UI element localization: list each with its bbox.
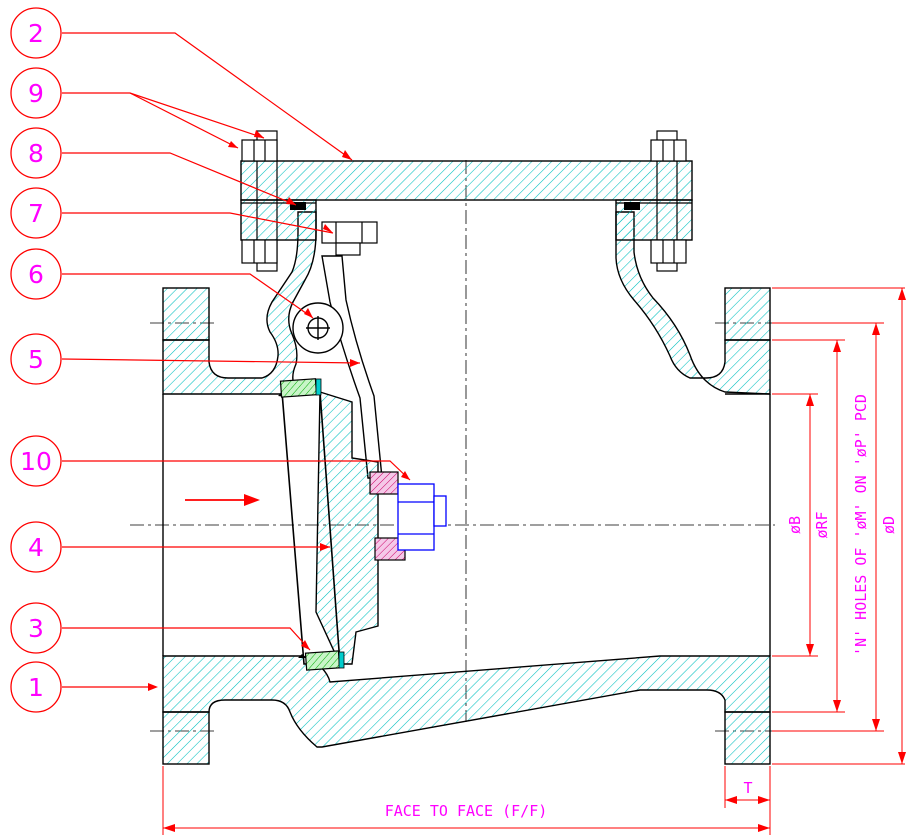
- callout-10-circle: [10, 435, 62, 487]
- arrow-d-top: [898, 288, 906, 300]
- arrowhead-4: [320, 543, 330, 551]
- body-upper-left: [162, 211, 317, 395]
- bonnet: [240, 160, 693, 201]
- callout-5-label: 5: [28, 345, 44, 374]
- callout-4-circle: [10, 521, 62, 573]
- nut-left-top: [241, 139, 278, 162]
- face-to-face-label: FACE TO FACE (F/F): [385, 802, 548, 820]
- callout-8-circle: [10, 127, 62, 179]
- leader-9a: [62, 92, 265, 139]
- arrow-ff-left: [163, 824, 175, 832]
- arrow-b-top: [806, 394, 814, 406]
- seat-face-bottom: [338, 651, 345, 669]
- callout-2-label: 2: [28, 19, 44, 48]
- callout-7-label: 7: [28, 199, 44, 228]
- disc-nut-body: [397, 483, 435, 551]
- arrowhead-9b: [228, 141, 238, 148]
- stud-bolts: [241, 130, 687, 272]
- gasket-right: [624, 202, 640, 210]
- arrow-t-right: [758, 796, 770, 804]
- callout-2-circle: [10, 7, 62, 59]
- flow-arrow: [185, 494, 260, 506]
- dia-b-label: øB: [786, 516, 804, 534]
- left-flange-bottom: [162, 711, 210, 765]
- arrowhead-2: [342, 150, 352, 160]
- arrowhead-3: [301, 640, 310, 650]
- arrow-t-left: [725, 796, 737, 804]
- arrow-pcd-top: [872, 323, 880, 335]
- hinge-pin-plug: [321, 221, 378, 256]
- body-lower: [162, 655, 771, 748]
- leader-6: [62, 273, 314, 319]
- callout-numbers: 2 9 8 7 6 5 10 4 3 1: [20, 19, 52, 702]
- callout-1-label: 1: [28, 673, 44, 702]
- leader-9b: [129, 92, 239, 149]
- arrow-b-bottom: [806, 644, 814, 656]
- arrow-rf-bottom: [833, 700, 841, 712]
- leader-arrowheads: [148, 130, 410, 691]
- nut-right-bottom: [650, 239, 687, 264]
- callout-3-circle: [10, 602, 62, 654]
- stud-left-shank: [256, 130, 278, 272]
- arrowhead-8: [286, 197, 296, 205]
- leader-8: [62, 152, 297, 206]
- nut-left-bottom: [241, 239, 278, 264]
- arrow-rf-top: [833, 340, 841, 352]
- flow-arrow-head: [244, 494, 260, 506]
- right-flange-top: [724, 287, 771, 341]
- stud-left: [241, 130, 278, 272]
- nut-right-top: [650, 139, 687, 162]
- washer-top: [369, 471, 399, 495]
- arrowhead-5: [350, 359, 360, 367]
- arrow-ff-right: [758, 824, 770, 832]
- arrowhead-7: [323, 224, 333, 233]
- arrowhead-1: [148, 683, 158, 691]
- gasket-left: [290, 202, 306, 210]
- arrowhead-6: [304, 308, 313, 318]
- callout-3-label: 3: [28, 614, 44, 643]
- body-upper-right: [615, 211, 771, 395]
- valve-body: [162, 211, 771, 765]
- seat-face-top: [315, 378, 322, 396]
- dimension-arrowheads: [163, 288, 906, 832]
- arrow-d-bottom: [898, 752, 906, 764]
- arrow-pcd-bottom: [872, 719, 880, 731]
- disc-nut: [397, 483, 447, 551]
- right-flange-bottom: [724, 711, 771, 765]
- callout-6-circle: [10, 248, 62, 300]
- leader-7: [62, 212, 334, 234]
- seat-ring-top: [279, 378, 318, 398]
- arrowhead-10: [401, 471, 410, 480]
- t-label: T: [743, 779, 752, 797]
- callout-4-label: 4: [28, 533, 44, 562]
- leader-2: [62, 32, 353, 161]
- callout-bubbles: [10, 7, 62, 713]
- disc: [315, 391, 379, 665]
- leader-3: [62, 627, 311, 651]
- leader-5: [61, 358, 361, 364]
- stud-right: [650, 130, 687, 272]
- dimension-lines: [162, 287, 905, 835]
- callout-6-label: 6: [28, 260, 44, 289]
- dia-d-label: øD: [880, 516, 898, 534]
- callout-8-label: 8: [28, 139, 44, 168]
- plug-shank: [335, 242, 361, 256]
- callout-9-label: 9: [28, 79, 44, 108]
- dia-rf-label: øRF: [813, 511, 831, 538]
- callout-7-circle: [10, 187, 62, 239]
- callout-10-label: 10: [20, 447, 52, 476]
- disc-stud-end: [433, 495, 447, 527]
- seat-point-bottom: [298, 654, 306, 658]
- callout-9-circle: [10, 67, 62, 119]
- left-flange-top: [162, 287, 210, 341]
- body-bore-lines: [162, 393, 771, 656]
- seat-ring-bottom: [304, 650, 341, 671]
- stud-right-shank: [656, 130, 678, 272]
- callout-1-circle: [10, 661, 62, 713]
- hinge-arm: [292, 255, 383, 479]
- holes-pcd-label: 'N' HOLES OF 'øM' ON 'øP' PCD: [852, 394, 870, 656]
- arrowhead-9a: [254, 130, 264, 138]
- callout-5-circle: [10, 333, 62, 385]
